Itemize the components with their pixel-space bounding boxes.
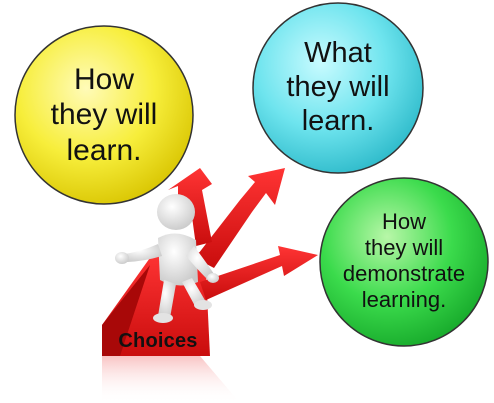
demonstrate-line-2: they will — [364, 235, 444, 261]
demonstrate-learning-bubble — [319, 177, 489, 347]
what-learn-line-3: learn. — [301, 105, 375, 138]
demonstrate-line-1: How — [381, 209, 426, 235]
how-learn-line-1: How — [73, 62, 134, 96]
path-reflection — [102, 356, 240, 403]
how-learn-line-2: they will — [50, 98, 158, 132]
demonstrate-line-4: learning. — [361, 286, 447, 312]
how-learn-line-3: learn. — [66, 133, 142, 167]
what-learn-bubble — [252, 2, 424, 174]
how-learn-bubble — [14, 25, 194, 205]
what-learn-text: What they will learn. — [260, 28, 416, 146]
choices-label: Choices — [118, 330, 198, 352]
what-learn-line-1: What — [304, 36, 372, 69]
demonstrate-learning-text: How they will demonstrate learning. — [322, 196, 486, 326]
person-figure-icon — [115, 194, 219, 323]
what-learn-line-2: they will — [286, 70, 390, 103]
how-learn-text: How they will learn. — [24, 55, 184, 175]
demonstrate-line-3: demonstrate — [342, 261, 466, 286]
